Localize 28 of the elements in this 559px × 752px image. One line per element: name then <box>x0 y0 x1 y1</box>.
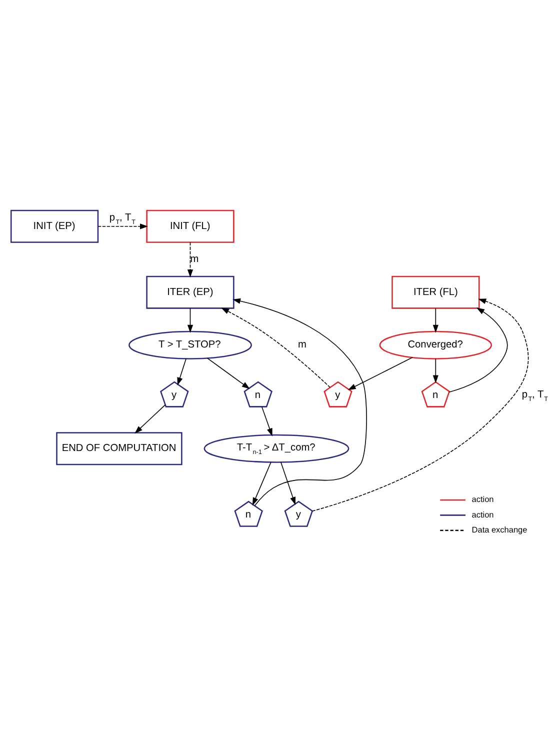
arrow <box>177 358 186 386</box>
arrow <box>448 307 508 392</box>
node-box: ITER (FL) <box>392 275 480 308</box>
arrow <box>432 358 438 383</box>
node-box: END OF COMPUTATION <box>56 432 182 465</box>
arrow <box>134 404 166 434</box>
arrow <box>206 357 250 389</box>
edge-label: m <box>298 339 306 350</box>
node-ellipse: T-T$_{n-1}$ > ΔT_com? <box>204 434 350 462</box>
node-box: INIT (EP) <box>10 209 99 242</box>
arrow <box>280 461 296 505</box>
node-ellipse: Converged? <box>379 330 492 359</box>
edge-label: m <box>190 253 199 264</box>
arrow <box>187 308 194 332</box>
arrow <box>187 241 194 278</box>
arrow <box>261 406 272 436</box>
node-ellipse: T > T_STOP? <box>128 330 252 359</box>
arrow <box>312 298 529 511</box>
node-box: ITER (EP) <box>146 275 234 308</box>
edge-label: p$_{T}$, T$_{T}$ <box>522 388 548 402</box>
edge-label: p$_{T}$, T$_{T}$ <box>109 212 136 226</box>
arrow <box>252 461 272 506</box>
arrow <box>232 298 367 506</box>
arrow <box>432 308 438 332</box>
arrow <box>221 307 330 388</box>
arrow <box>98 223 148 229</box>
arrow <box>348 356 413 390</box>
node-box: INIT (FL) <box>146 209 234 242</box>
